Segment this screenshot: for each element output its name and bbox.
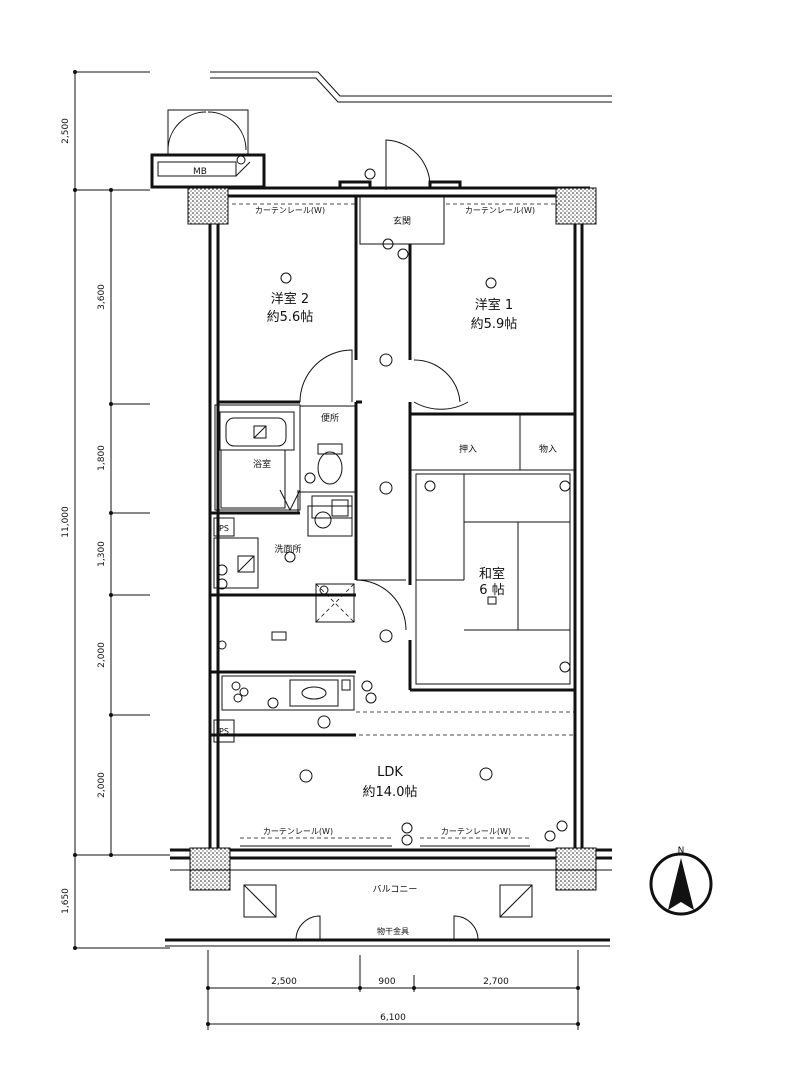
ldk-area: 約14.0帖 [363, 785, 418, 800]
washroom-area: PS 洗面所 [213, 505, 355, 623]
western2-name: 洋室 2 [271, 291, 309, 307]
mb-area: MB [150, 109, 266, 189]
storage-label: 物入 [539, 443, 557, 455]
curtain-top-left: カーテンレール(W) [255, 206, 325, 215]
entrance-label: 玄関 [393, 215, 411, 227]
dimension-bottom: 2,500 900 2,700 6,100 [206, 950, 580, 1030]
curtain-rails-bottom: カーテンレール(W) カーテンレール(W) [240, 820, 568, 847]
ps-top-label: PS [219, 524, 229, 533]
oshiire-label: 押入 [459, 443, 477, 455]
dim-left-2: 1,800 [97, 445, 107, 471]
curtain-rails-top: カーテンレール(W) カーテンレール(W) [232, 203, 560, 215]
dim-bottom-1: 900 [378, 977, 395, 987]
bath-label: 浴室 [253, 458, 271, 470]
outer-walls [170, 186, 612, 891]
balcony-label: バルコニー [373, 884, 418, 895]
curtain-bottom-right: カーテンレール(W) [441, 827, 511, 836]
ldk-name: LDK [377, 765, 403, 780]
dim-bottom-2: 2,700 [483, 977, 509, 987]
entrance-area: 玄関 [338, 139, 462, 260]
dim-left-3: 1,300 [97, 541, 107, 567]
curtain-top-right: カーテンレール(W) [465, 206, 535, 215]
japanese-area: 6 帖 [479, 583, 504, 598]
compass: N [649, 846, 713, 916]
dim-bottom-0: 2,500 [271, 977, 297, 987]
western1-area: 約5.9帖 [471, 317, 518, 332]
dim-left-4: 2,000 [97, 642, 107, 668]
dim-left-1: 3,600 [97, 284, 107, 310]
kitchen-area: PS [213, 631, 575, 743]
mb-label: MB [193, 167, 207, 177]
japanese-name: 和室 [479, 566, 505, 582]
washroom-label: 洗面所 [274, 543, 301, 555]
dim-left-6: 1,650 [61, 888, 71, 914]
curtain-bottom-left: カーテンレール(W) [263, 827, 333, 836]
corridor-lights [280, 272, 497, 783]
balcony-area: バルコニー 物干金具 [165, 869, 612, 947]
dim-left-0: 2,500 [61, 118, 71, 144]
toilet-label: 便所 [321, 412, 339, 424]
western1-name: 洋室 1 [475, 297, 513, 313]
dim-total-height: 11,000 [61, 506, 71, 538]
door-swings [279, 349, 469, 631]
ps-bottom-label: PS [219, 727, 229, 736]
tatami-mats [415, 473, 571, 685]
clothes-hanger-label: 物干金具 [377, 926, 409, 936]
dim-total-width: 6,100 [380, 1013, 406, 1023]
compass-north-icon: N [678, 846, 685, 856]
bath-area: 便所 浴室 [214, 404, 357, 519]
dimension-left: 2,500 3,600 1,800 1,300 2,000 2,000 1,65… [61, 70, 170, 950]
dim-left-5: 2,000 [97, 772, 107, 798]
corridor-lines [75, 71, 612, 103]
western2-area: 約5.6帖 [267, 310, 314, 325]
